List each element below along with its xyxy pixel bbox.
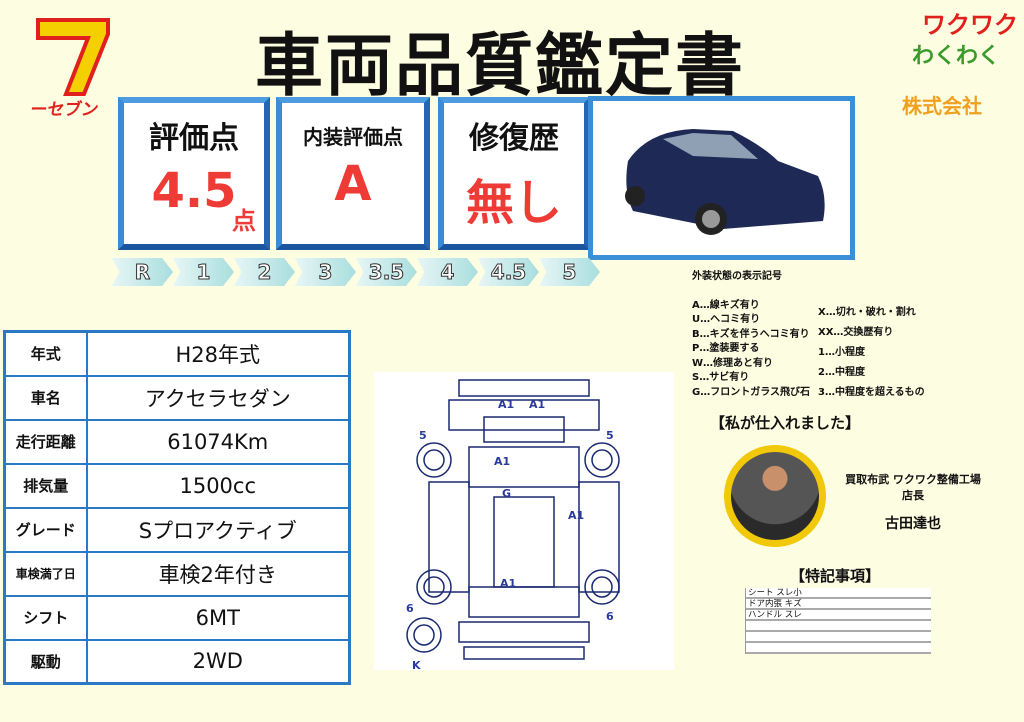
page-title: 車両品質鑑定書: [254, 27, 745, 106]
spec-value: H28年式: [85, 330, 351, 377]
scale-step: 3.5: [356, 258, 417, 286]
diagram-mark: 5: [606, 429, 614, 442]
overall-grade-value: 4.5: [151, 163, 237, 219]
note-line: ハンドル スレ: [746, 610, 931, 621]
table-row: 車名アクセラセダン: [3, 374, 351, 421]
damage-diagram: A1 A1 5 5 A1 G A1 A1 6 6 K: [374, 372, 674, 670]
legend: 外装状態の表示記号 A…線キズ有り U…ヘコミ有り B…キズを伴うヘコミ有り P…: [692, 270, 925, 403]
note-line: [746, 643, 931, 654]
grade-scale: R 1 2 3 3.5 4 4.5 5: [112, 258, 600, 286]
diagram-mark: 5: [419, 429, 427, 442]
legend-item: B…キズを伴うヘコミ有り: [692, 328, 810, 340]
diagram-mark: A1: [498, 398, 514, 411]
note-line: [746, 621, 931, 632]
spec-value: 1500cc: [85, 462, 351, 509]
diagram-mark: A1: [500, 577, 516, 590]
staff-heading: 【私が仕入れました】: [710, 414, 861, 432]
svg-text:株式会社: 株式会社: [902, 94, 982, 118]
interior-grade-box: 内装評価点 A: [276, 97, 430, 250]
overall-grade-suffix: 点: [232, 207, 256, 235]
svg-text:カーセブン: カーセブン: [30, 99, 100, 120]
note-line: [746, 632, 931, 643]
spec-value: 車検2年付き: [85, 550, 351, 597]
note-line: ドア内張 キズ: [746, 599, 931, 610]
staff-shop: 買取布武 ワクワク整備工場: [845, 473, 981, 486]
interior-grade-value: A: [334, 156, 372, 212]
spec-label: 走行距離: [3, 418, 88, 465]
scale-step: 4.5: [478, 258, 539, 286]
spec-label: シフト: [3, 594, 88, 641]
diagram-mark: G: [502, 487, 511, 500]
svg-text:わくわく: わくわく: [912, 44, 1000, 69]
scale-step: 1: [173, 258, 234, 286]
legend-item: W…修理あと有り: [692, 357, 774, 369]
spec-label: 排気量: [3, 462, 88, 509]
staff-name: 古田達也: [885, 516, 941, 532]
staff-role: 店長: [902, 489, 924, 502]
diagram-mark: A1: [529, 398, 545, 411]
spec-label: 車検満了日: [3, 550, 88, 597]
scale-step: R: [112, 258, 173, 286]
repair-history-value: 無し: [465, 175, 562, 231]
overall-grade-box: 評価点 4.5 点: [118, 97, 270, 250]
legend-item: S…サビ有り: [692, 372, 750, 383]
car-image: [625, 129, 825, 235]
staff-info: 買取布武 ワクワク整備工場 店長 古田達也: [828, 472, 998, 532]
legend-item: G…フロントガラス飛び石: [692, 386, 811, 398]
spec-label: 車名: [3, 374, 88, 421]
scale-step: 2: [234, 258, 295, 286]
spec-label: 駆動: [3, 638, 88, 685]
legend-item: X…切れ・破れ・割れ: [818, 306, 916, 318]
repair-history-box: 修復歴 無し: [438, 97, 590, 250]
legend-item: P…塗装要する: [692, 343, 760, 354]
note-line: シート スレ小: [746, 588, 931, 599]
scale-step: 4: [417, 258, 478, 286]
legend-item: XX…交換歴有り: [818, 326, 894, 338]
notes-heading: 【特記事項】: [790, 567, 881, 585]
legend-item: 3…中程度を超えるもの: [818, 386, 925, 398]
avatar: [724, 445, 826, 547]
spec-label: 年式: [3, 330, 88, 377]
notes-list: シート スレ小 ドア内張 キズ ハンドル スレ: [745, 588, 931, 654]
spec-value: アクセラセダン: [85, 374, 351, 421]
legend-item: 2…中程度: [818, 366, 865, 378]
scale-step: 5: [539, 258, 600, 286]
svg-text:ワクワク: ワクワク: [922, 11, 1018, 39]
spec-value: 61074Km: [85, 418, 351, 465]
spec-value: 6MT: [85, 594, 351, 641]
legend-item: A…線キズ有り: [692, 299, 760, 311]
car-photo: [588, 96, 855, 260]
repair-history-heading: 修復歴: [469, 121, 559, 156]
spec-value: Sプロアクティブ: [85, 506, 351, 553]
overall-grade-heading: 評価点: [149, 121, 239, 156]
wakuwaku-logo: ワクワク わくわく 株式会社: [902, 11, 1018, 118]
scale-step: 3: [295, 258, 356, 286]
staff-photo: [731, 452, 819, 540]
table-row: 車検満了日車検2年付き: [3, 550, 351, 597]
diagram-mark: 6: [606, 610, 614, 623]
diagram-mark: A1: [568, 509, 584, 522]
diagram-mark: 6: [406, 602, 414, 615]
legend-item: U…ヘコミ有り: [692, 314, 761, 325]
legend-item: 1…小程度: [818, 346, 865, 358]
legend-title: 外装状態の表示記号: [692, 271, 782, 282]
diagram-mark: A1: [494, 455, 510, 468]
diagram-mark: K: [412, 659, 421, 670]
spec-value: 2WD: [85, 638, 351, 685]
spec-label: グレード: [3, 506, 88, 553]
interior-grade-heading: 内装評価点: [303, 125, 403, 149]
carseven-logo: カーセブン: [30, 18, 110, 120]
